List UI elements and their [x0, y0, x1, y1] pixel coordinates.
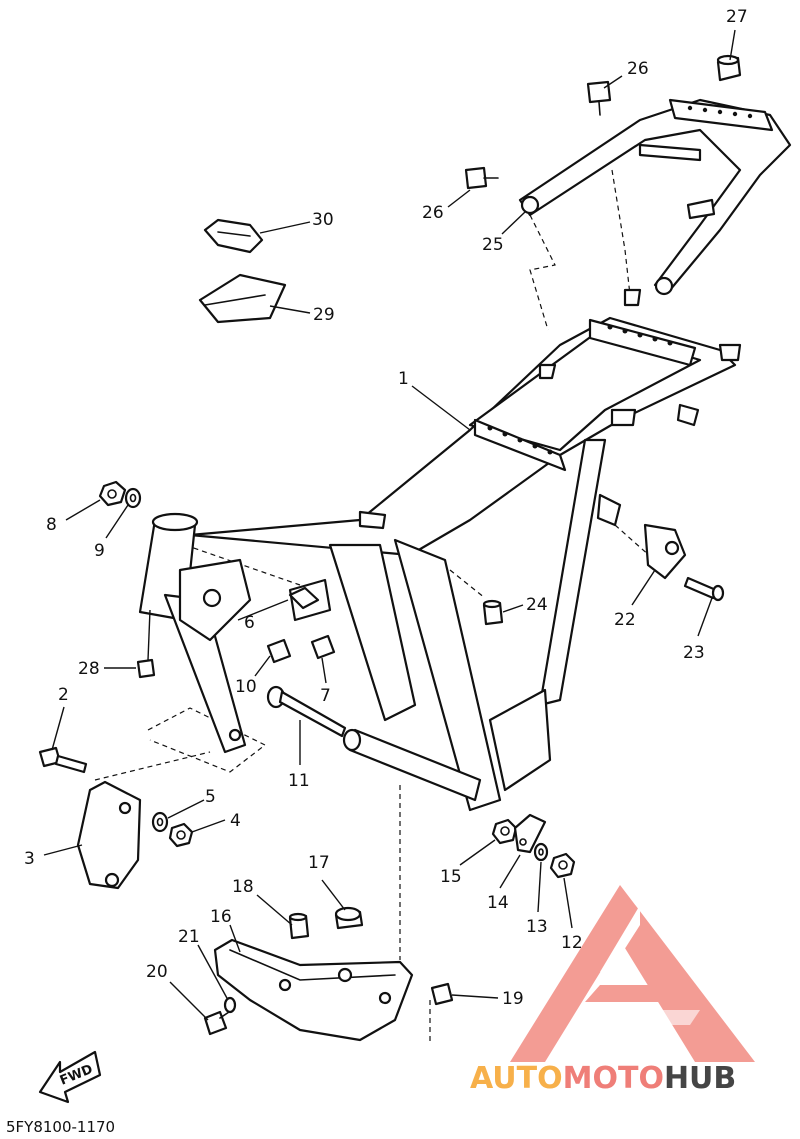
- plug-17: [334, 906, 364, 930]
- skid-plate-16: [213, 938, 414, 1042]
- callout-4: 4: [230, 811, 241, 831]
- callout-30: 30: [312, 210, 334, 230]
- reference-lines: [94, 169, 661, 1045]
- bolt-20: [203, 1009, 233, 1036]
- callout-2: 2: [58, 685, 69, 705]
- cap-part: [716, 54, 742, 82]
- bracket-22: [643, 523, 687, 580]
- watermark-auto: AUTO: [470, 1061, 563, 1096]
- bracket-14: [513, 813, 547, 854]
- bolt-7: [310, 634, 336, 660]
- bolt-19: [430, 982, 454, 1006]
- watermark-logo-icon: [510, 885, 755, 1062]
- callout-18: 18: [232, 877, 254, 897]
- bolt-23: [683, 576, 725, 602]
- callout-21: 21: [178, 927, 200, 947]
- callout-17: 17: [308, 853, 330, 873]
- callout-3: 3: [24, 849, 35, 869]
- diagram-code: 5FY8100-1170: [6, 1118, 115, 1136]
- block-28: [136, 658, 156, 679]
- callout-20: 20: [146, 962, 168, 982]
- callout-19: 19: [502, 989, 524, 1009]
- callout-9: 9: [94, 541, 105, 561]
- pad-part: [198, 273, 287, 324]
- washer-9: [124, 487, 142, 509]
- leader-lines: [43, 29, 736, 1021]
- callout-25: 25: [482, 235, 504, 255]
- nut-4: [168, 822, 194, 848]
- callout-12: 12: [561, 933, 583, 953]
- callout-15: 15: [440, 867, 462, 887]
- watermark-moto: MOTO: [563, 1061, 664, 1096]
- callout-24: 24: [526, 595, 548, 615]
- collar-24: [482, 599, 504, 626]
- bracket-3: [76, 780, 142, 890]
- callout-10: 10: [235, 677, 257, 697]
- callout-22: 22: [614, 610, 636, 630]
- callout-27: 27: [726, 7, 748, 27]
- bolt-10: [266, 638, 292, 664]
- nut-15: [491, 818, 518, 845]
- callout-8: 8: [46, 515, 57, 535]
- nut-12: [549, 852, 576, 879]
- main-frame: [138, 288, 742, 812]
- callout-13: 13: [526, 917, 548, 937]
- callout-6: 6: [244, 613, 255, 633]
- nut-8: [98, 480, 127, 507]
- bolt-2: [38, 746, 88, 774]
- watermark-hub: HUB: [664, 1061, 736, 1096]
- callout-16: 16: [210, 907, 232, 927]
- callout-1: 1: [398, 369, 409, 389]
- callout-7: 7: [320, 686, 331, 706]
- callout-23: 23: [683, 643, 705, 663]
- rear-subframe: [518, 98, 792, 296]
- spacer-6: [288, 586, 320, 610]
- washer-5: [151, 811, 169, 833]
- callout-11: 11: [288, 771, 310, 791]
- callout-26-lower: 26: [422, 203, 444, 223]
- washer-21: [223, 996, 237, 1014]
- callout-numbers: 27 26 26 25 30 29 1 8 9 6 10 7 28 2 11 3…: [24, 7, 748, 1009]
- watermark-text: AUTOMOTOHUB: [470, 1061, 736, 1096]
- bolt-18: [288, 912, 310, 940]
- washer-13: [533, 842, 549, 862]
- callout-28: 28: [78, 659, 100, 679]
- bolt-11: [266, 685, 347, 738]
- clip-part: [203, 218, 264, 254]
- callout-26-upper: 26: [627, 59, 649, 79]
- callout-29: 29: [313, 305, 335, 325]
- callout-5: 5: [205, 787, 216, 807]
- fwd-arrow-icon: FWD: [38, 1050, 102, 1104]
- bolt-26-lower: [464, 166, 499, 190]
- callout-14: 14: [487, 893, 509, 913]
